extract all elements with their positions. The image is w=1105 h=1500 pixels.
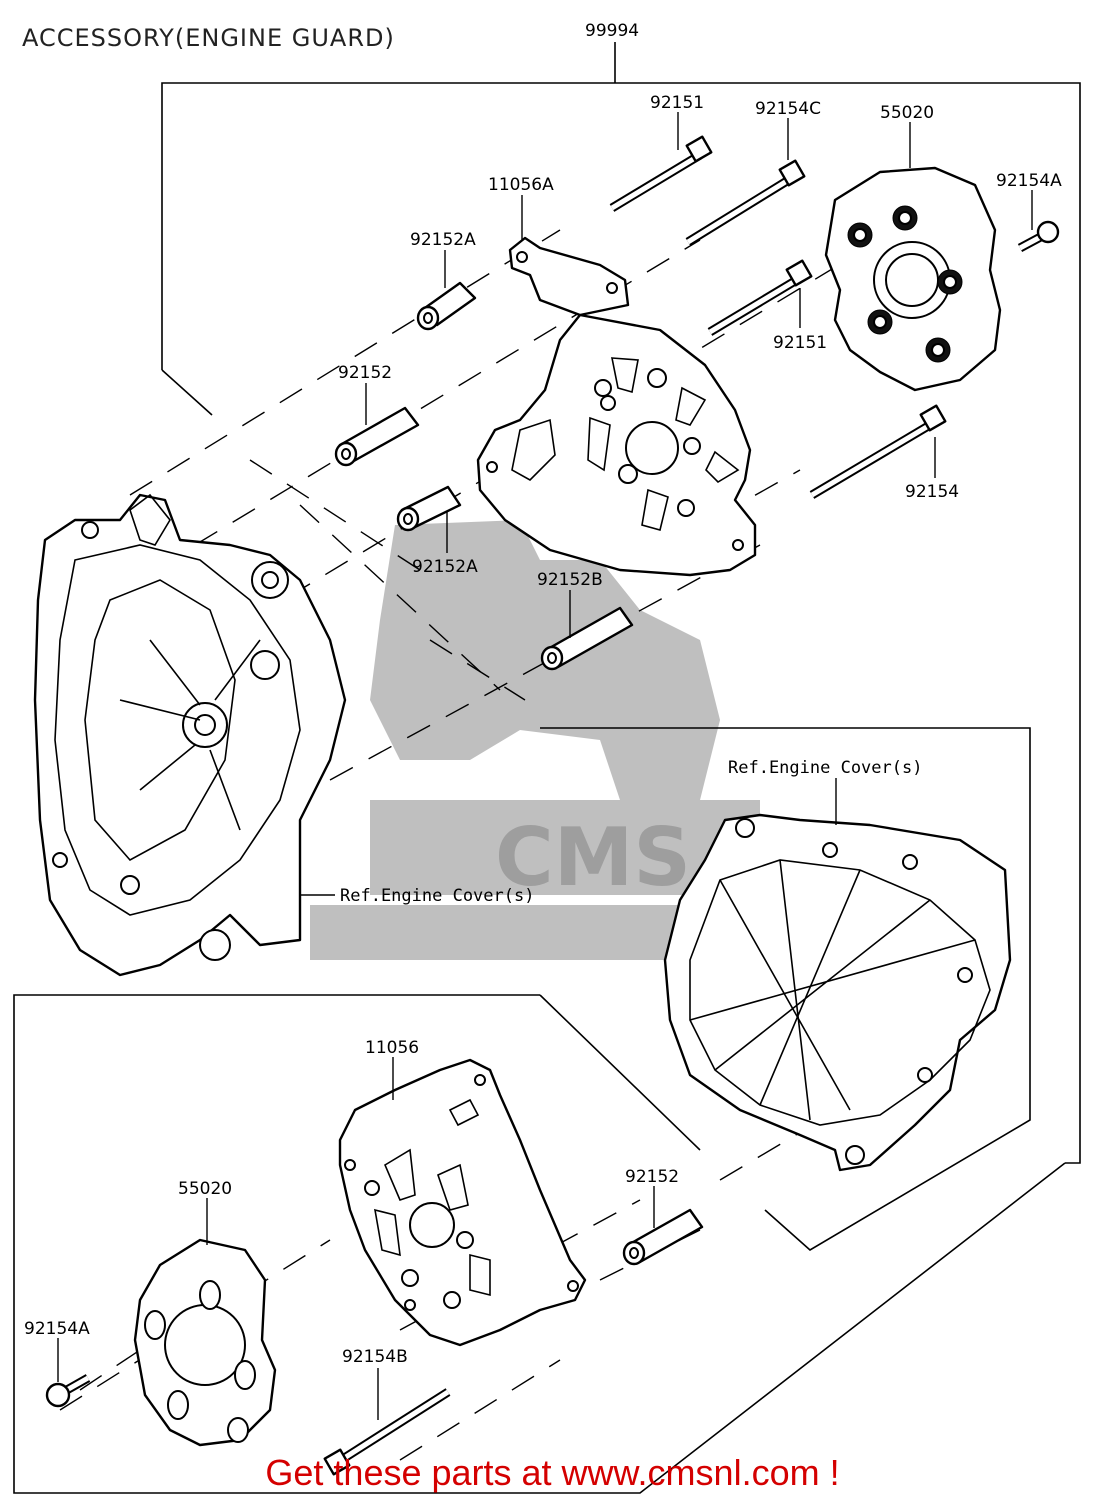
collar-92152B-mid xyxy=(540,606,634,671)
bolt-92154A-top xyxy=(1017,220,1060,252)
label-bolt-top-c: 92154C xyxy=(755,99,821,119)
assembly-frame-bottom xyxy=(13,994,1066,1494)
label-bolt-long-top: 92154 xyxy=(905,482,959,502)
label-collar-top: 92152 xyxy=(338,363,392,383)
assembly-frame-top xyxy=(161,42,1081,1164)
bolt-92154-long xyxy=(809,404,947,499)
collar-92152A-top xyxy=(416,281,477,331)
label-bolt-bottom-b: 92154B xyxy=(342,1347,408,1367)
label-bolt-top-a: 92154A xyxy=(996,171,1062,191)
collar-92152-top xyxy=(334,406,420,467)
bolt-92154A-bottom xyxy=(45,1374,91,1408)
label-bolt-top-2: 92151 xyxy=(773,333,827,353)
footer-link-text: Get these parts at www.cmsnl.com ! xyxy=(265,1452,840,1493)
slider-bottom-55020 xyxy=(133,1238,277,1447)
label-slider-bottom: 55020 xyxy=(178,1179,232,1199)
bracket-top-11056A xyxy=(476,236,757,577)
bracket-bottom-11056 xyxy=(338,1058,587,1347)
label-bracket-bottom: 11056 xyxy=(365,1038,419,1058)
bolt-92151-mid xyxy=(707,259,813,336)
ref-frame-right xyxy=(540,727,1031,1251)
label-bolt-bottom-a: 92154A xyxy=(24,1319,90,1339)
collar-92152-bottom xyxy=(622,1208,704,1266)
engine-cover-left xyxy=(33,493,347,977)
bolt-92154B xyxy=(323,1388,451,1476)
label-bracket-top: 11056A xyxy=(488,175,554,195)
part-labels: 99994 92151 92154C 55020 92154A 11056A 9… xyxy=(24,21,1062,1367)
label-slider-top: 55020 xyxy=(880,103,934,123)
slider-top-55020 xyxy=(824,166,1002,392)
label-collar-top-a: 92152A xyxy=(410,230,476,250)
bolt-92151-top xyxy=(609,135,713,212)
label-ref-cover-right: Ref.Engine Cover(s) xyxy=(728,758,922,778)
bolt-92154C xyxy=(685,159,806,246)
label-assembly: 99994 xyxy=(585,21,639,41)
label-ref-cover-left: Ref.Engine Cover(s) xyxy=(340,886,534,906)
leader-lines xyxy=(57,112,1033,1420)
diagram-title: ACCESSORY(ENGINE GUARD) xyxy=(22,24,395,52)
label-collar-mid-a: 92152A xyxy=(412,557,478,577)
label-collar-bottom: 92152 xyxy=(625,1167,679,1187)
label-collar-mid-b: 92152B xyxy=(537,570,603,590)
label-bolt-top-1: 92151 xyxy=(650,93,704,113)
engine-cover-right xyxy=(663,813,1012,1172)
collar-92152A-mid xyxy=(396,485,462,532)
watermark-text: CMS xyxy=(495,811,691,904)
